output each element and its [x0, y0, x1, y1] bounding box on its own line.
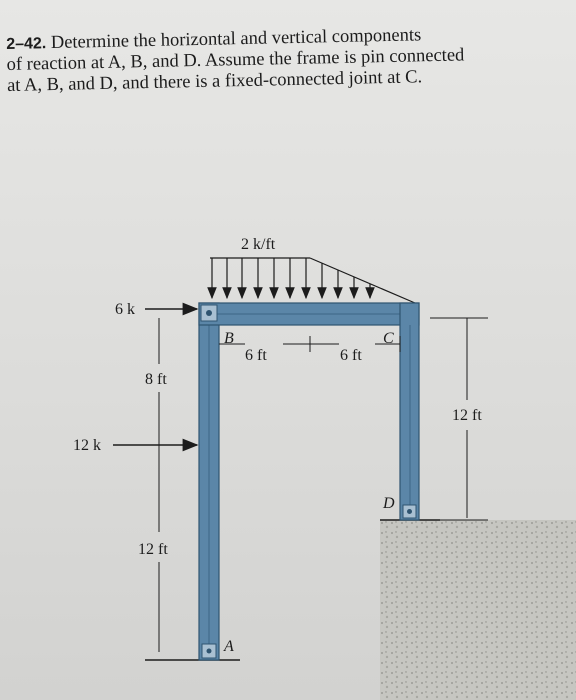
dim-12ft-left-label: 12 ft [138, 541, 168, 558]
right-dimension-line [430, 317, 488, 521]
dim-12ft-right-label: 12 ft [452, 407, 482, 424]
dim-8ft-label: 8 ft [145, 371, 167, 388]
distributed-load-arrows [207, 258, 375, 300]
force-12k-label: 12 k [73, 437, 101, 454]
label-d: D [382, 495, 395, 512]
beam-dimension-line [219, 336, 401, 352]
label-b: B [224, 330, 234, 347]
dim-6ft-left-label: 6 ft [245, 347, 267, 364]
label-c: C [383, 330, 394, 347]
label-a: A [223, 638, 234, 655]
distributed-load [210, 257, 416, 304]
distributed-load-label: 2 k/ft [241, 236, 276, 253]
left-dimension-line [152, 318, 166, 652]
dim-6ft-right-label: 6 ft [340, 347, 362, 364]
force-6k-label: 6 k [115, 301, 135, 318]
ground-block [380, 520, 576, 700]
